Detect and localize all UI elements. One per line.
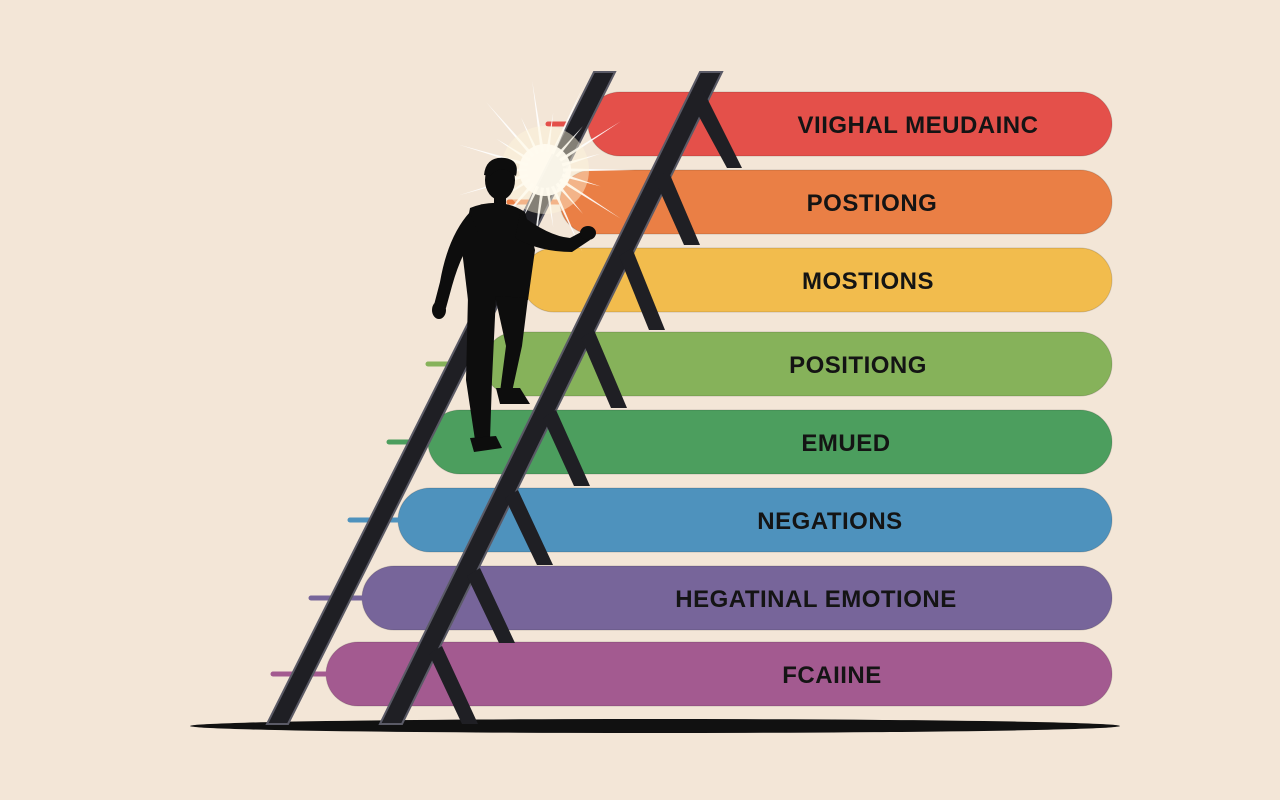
- burst-ray: [562, 168, 635, 172]
- burst-ray: [496, 138, 531, 162]
- emotion-bar: FCAIINE: [325, 641, 1113, 707]
- emotion-bar-label: VIIGHAL MEUDAINC: [798, 112, 1039, 139]
- emotion-bar-label: EMUED: [801, 430, 890, 457]
- ladder-leg-back-segment: [543, 410, 590, 486]
- burst-ray: [545, 187, 554, 228]
- ladder-leg-back-segment: [505, 490, 553, 565]
- ladder-leg-back-segment: [467, 568, 515, 643]
- ground-shadow: [190, 719, 1120, 733]
- burst-ray: [559, 178, 621, 219]
- emotion-bar-label: NEGATIONS: [757, 508, 902, 535]
- ladder-leg-back-segment: [581, 330, 627, 408]
- ladder-leg-back-segment: [619, 248, 665, 330]
- burst-ray: [532, 80, 545, 153]
- emotion-bar-label: HEGATINAL EMOTIONE: [675, 586, 956, 613]
- person-climbing-silhouette-icon: [432, 157, 596, 452]
- burst-ray: [561, 173, 601, 187]
- emotion-bar-label: POSTIONG: [807, 190, 938, 217]
- burst-ray: [520, 117, 540, 155]
- emotion-bar-label: POSITIONG: [789, 352, 927, 379]
- emotion-bar-label: MOSTIONS: [802, 268, 934, 295]
- burst-ray: [555, 182, 583, 214]
- burst-ray: [561, 153, 601, 167]
- ladder-leg-back: [690, 90, 742, 168]
- ladder-leg-back-segment: [655, 170, 700, 245]
- ladder-rail-right: [378, 71, 724, 725]
- burst-ray: [550, 185, 583, 252]
- burst-ray: [520, 185, 540, 223]
- emotion-bar: EMUED: [427, 409, 1113, 475]
- burst-ray: [555, 126, 583, 158]
- burst-ray: [559, 121, 621, 162]
- burst-ray: [545, 112, 554, 153]
- emotion-bars: VIIGHAL MEUDAINC POSTIONG MOSTIONS POSITION…: [325, 91, 1113, 707]
- emotion-bar: POSITIONG: [483, 331, 1113, 397]
- emotion-bar: NEGATIONS: [397, 487, 1113, 553]
- burst-ray: [550, 88, 583, 155]
- emotion-bar-label: FCAIINE: [782, 662, 882, 689]
- burst-ray: [486, 101, 535, 158]
- ladder-leg-back-segment: [429, 646, 478, 724]
- emotion-bar: POSTIONG: [559, 169, 1113, 235]
